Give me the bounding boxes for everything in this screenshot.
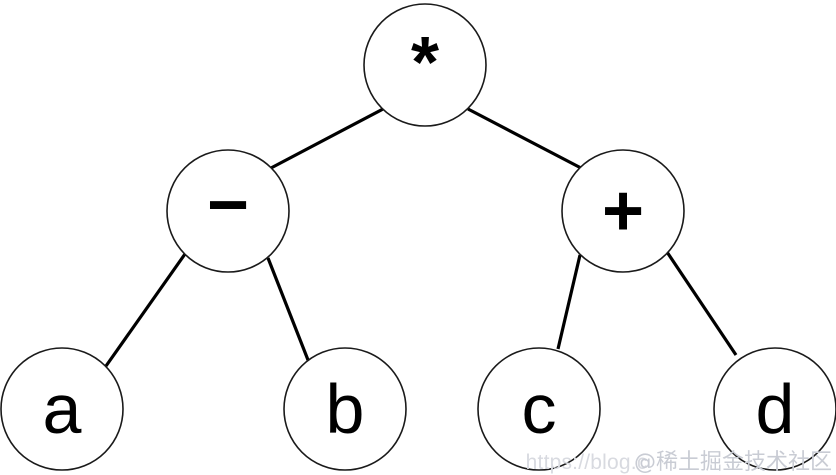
node-circle-leaf-c[interactable] — [477, 347, 601, 471]
tree-node-leaf-a[interactable]: a — [0, 347, 124, 471]
node-label-minus: − — [207, 165, 249, 245]
edge-root-to-plus — [467, 107, 582, 170]
node-circle-minus[interactable] — [166, 149, 290, 273]
node-circle-root[interactable] — [363, 3, 487, 127]
tree-node-leaf-d[interactable]: d — [713, 347, 836, 471]
node-group: * − + a b c — [0, 3, 836, 471]
edge-minus-to-leaf-a — [104, 253, 187, 367]
edge-root-to-minus — [270, 107, 384, 170]
tree-node-plus[interactable]: + — [561, 149, 685, 273]
edge-group — [104, 107, 738, 367]
node-circle-leaf-d[interactable] — [713, 347, 836, 471]
tree-node-minus[interactable]: − — [166, 149, 290, 273]
node-label-root: * — [411, 23, 439, 103]
tree-node-root[interactable]: * — [363, 3, 487, 127]
node-label-plus: + — [602, 171, 644, 251]
node-label-leaf-d: d — [756, 370, 795, 448]
tree-node-leaf-c[interactable]: c — [477, 347, 601, 471]
tree-node-leaf-b[interactable]: b — [283, 347, 407, 471]
node-label-leaf-b: b — [326, 370, 365, 448]
edge-plus-to-leaf-d — [665, 251, 738, 356]
node-circle-leaf-a[interactable] — [0, 347, 124, 471]
node-label-leaf-a: a — [43, 370, 82, 448]
node-circle-plus[interactable] — [561, 149, 685, 273]
edge-plus-to-leaf-c — [556, 254, 582, 350]
edge-minus-to-leaf-b — [266, 257, 310, 361]
node-circle-leaf-b[interactable] — [283, 347, 407, 471]
node-label-leaf-c: c — [522, 370, 557, 448]
